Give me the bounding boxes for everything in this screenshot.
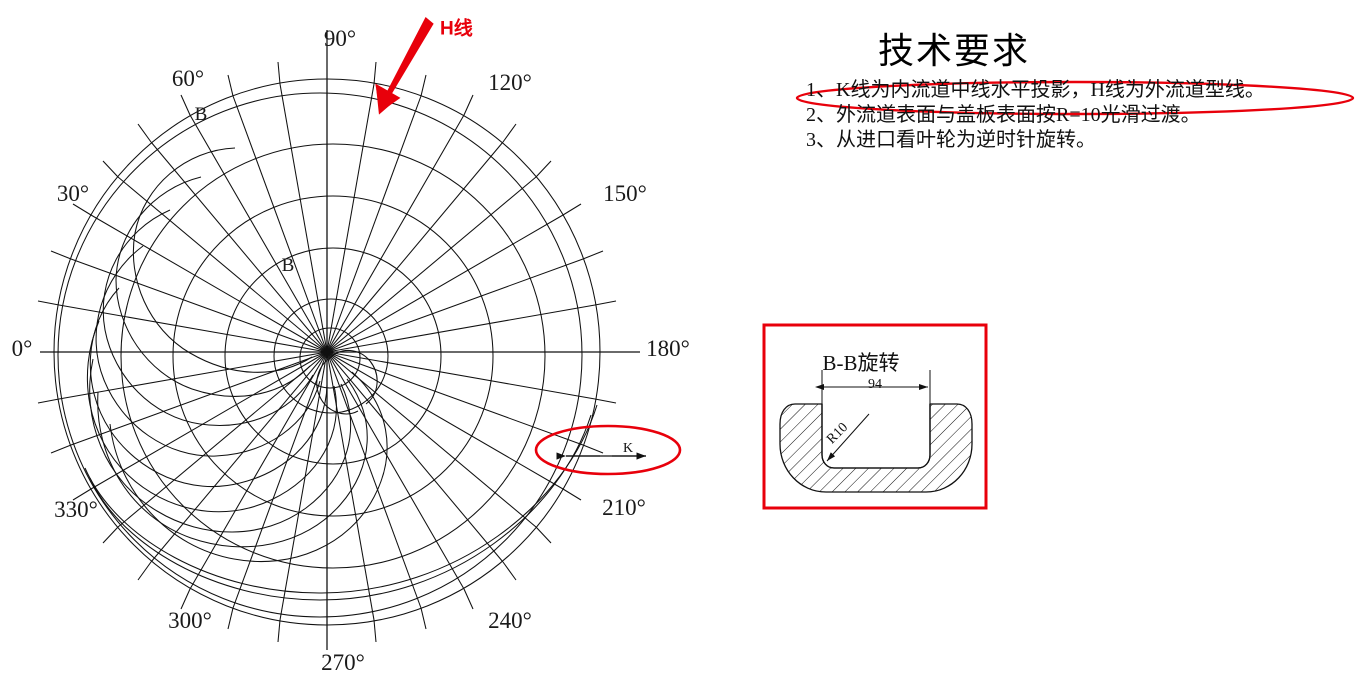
note-item-2: 2、外流道表面与盖板表面按R=10光滑过渡。 <box>806 104 1201 126</box>
angle-label-150: 150° <box>603 181 647 206</box>
section-marker-b-outer: B <box>194 104 208 125</box>
k-line-label: K <box>622 441 634 456</box>
angle-ticks <box>37 61 622 643</box>
note1-highlight-ellipse <box>795 80 1355 116</box>
angle-label-300: 300° <box>168 608 212 633</box>
h-line-curves <box>84 404 598 601</box>
radial-spokes <box>54 79 600 625</box>
technical-requirements-list: 1、K线为内流道中线水平投影，H线为外流道型线。 2、外流道表面与盖板表面按R=… <box>806 78 1365 153</box>
notes-title: 技术要求 <box>878 31 1031 71</box>
dimension-94-text: 94 <box>868 377 882 392</box>
section-view-bb <box>762 323 988 510</box>
h-line-arrow <box>375 16 434 115</box>
center-mark <box>322 347 332 357</box>
angle-label-30: 30° <box>56 181 90 206</box>
k-highlight-ellipse <box>534 424 682 476</box>
angle-label-60: 60° <box>171 66 205 91</box>
angle-label-180: 180° <box>646 336 690 361</box>
angle-label-120: 120° <box>488 70 532 95</box>
section-profile <box>779 403 973 493</box>
note-item-3: 3、从进口看叶轮为逆时针旋转。 <box>806 129 1096 151</box>
section-marker-b-inner: B <box>281 255 295 276</box>
flow-channel-spirals <box>86 147 388 563</box>
dimension-r10 <box>826 413 870 462</box>
channel-outline <box>821 404 931 469</box>
angle-label-210: 210° <box>602 495 646 520</box>
angle-label-90: 90° <box>323 26 357 51</box>
h-line-label: H线 <box>440 18 473 40</box>
angle-label-270: 270° <box>321 650 365 675</box>
section-view-title: B-B旋转 <box>822 351 900 375</box>
hub-detail <box>316 349 378 415</box>
polar-rings <box>53 78 601 626</box>
angle-label-0: 0° <box>11 336 33 361</box>
dimension-94 <box>815 370 931 408</box>
polar-grid <box>37 30 640 650</box>
angle-label-240: 240° <box>488 608 532 633</box>
angle-label-330: 330° <box>54 497 98 522</box>
polar-axes <box>40 30 640 650</box>
note-item-1: 1、K线为内流道中线水平投影，H线为外流道型线。 <box>806 79 1265 101</box>
